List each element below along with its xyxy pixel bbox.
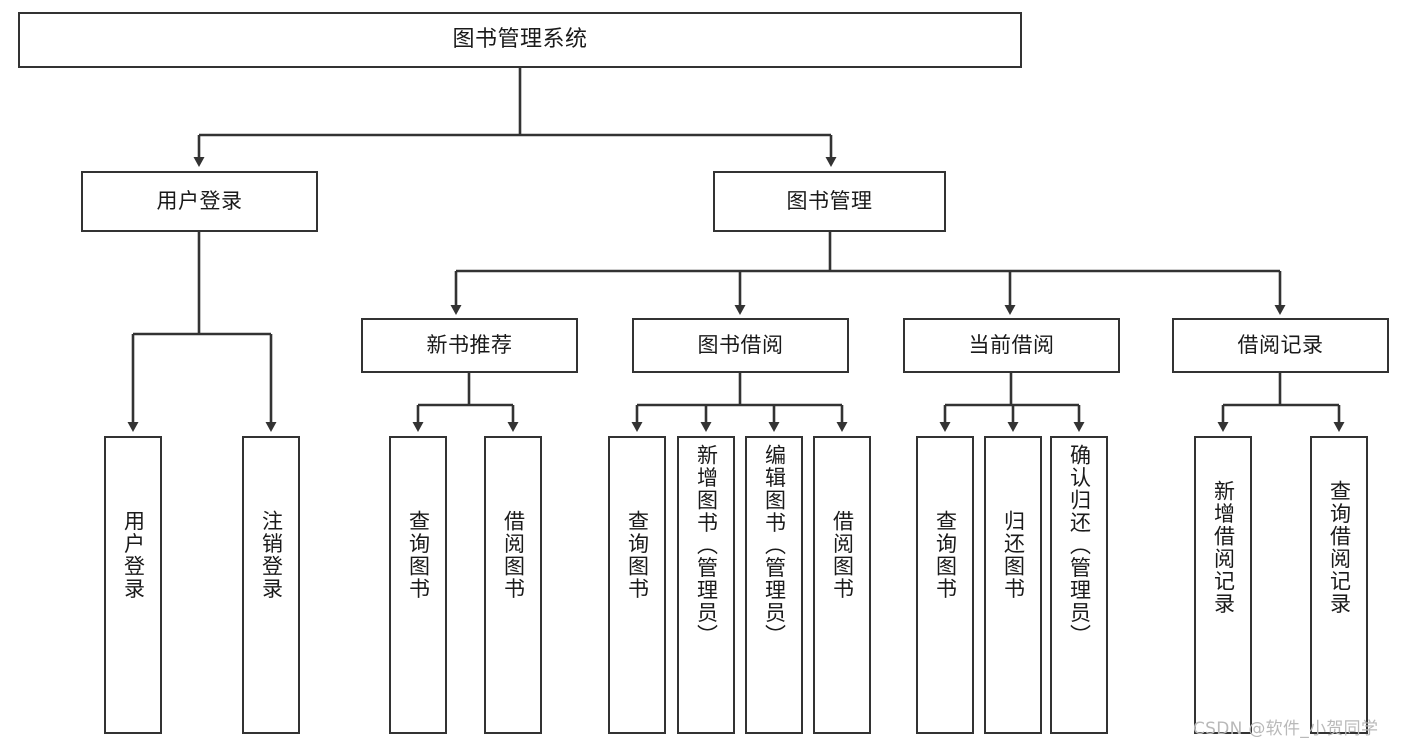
node-label: 新增图书（管理员） [694, 444, 719, 647]
leaf-borrow-book[interactable]: 借阅图书 [813, 436, 871, 734]
leaf-logout[interactable]: 注销登录 [242, 436, 300, 734]
node-label: 用户登录 [121, 510, 146, 600]
leaf-borrow-book-recommend[interactable]: 借阅图书 [484, 436, 542, 734]
node-label: 查询图书 [625, 510, 650, 600]
leaf-query-borrow-record[interactable]: 查询借阅记录 [1310, 436, 1368, 734]
node-label: 确认归还（管理员） [1067, 444, 1092, 647]
node-label: 查询借阅记录 [1327, 480, 1352, 615]
node-root-system[interactable]: 图书管理系统 [18, 12, 1022, 68]
node-label: 图书借阅 [697, 333, 784, 358]
leaf-query-book-recommend[interactable]: 查询图书 [389, 436, 447, 734]
node-label: 新增借阅记录 [1211, 480, 1236, 615]
node-label: 归还图书 [1001, 510, 1026, 600]
node-new-book-recommend[interactable]: 新书推荐 [361, 318, 578, 373]
node-label: 注销登录 [259, 510, 284, 600]
leaf-confirm-return-admin[interactable]: 确认归还（管理员） [1050, 436, 1108, 734]
node-label: 查询图书 [406, 510, 431, 600]
node-book-borrow[interactable]: 图书借阅 [632, 318, 849, 373]
node-label: 用户登录 [156, 189, 243, 214]
leaf-add-borrow-record[interactable]: 新增借阅记录 [1194, 436, 1252, 734]
leaf-query-book-current[interactable]: 查询图书 [916, 436, 974, 734]
leaf-edit-book-admin[interactable]: 编辑图书（管理员） [745, 436, 803, 734]
node-label: 借阅记录 [1237, 333, 1324, 358]
node-label: 编辑图书（管理员） [762, 444, 787, 647]
node-label: 借阅图书 [501, 510, 526, 600]
node-user-login[interactable]: 用户登录 [81, 171, 318, 232]
leaf-user-login[interactable]: 用户登录 [104, 436, 162, 734]
node-current-borrow[interactable]: 当前借阅 [903, 318, 1120, 373]
node-label: 图书管理系统 [452, 27, 588, 53]
node-borrow-record[interactable]: 借阅记录 [1172, 318, 1389, 373]
node-label: 新书推荐 [426, 333, 513, 358]
node-label: 借阅图书 [830, 510, 855, 600]
csdn-watermark: CSDN @软件_小贺同学 [1193, 719, 1379, 739]
node-label: 当前借阅 [968, 333, 1055, 358]
node-book-management[interactable]: 图书管理 [713, 171, 946, 232]
leaf-return-book[interactable]: 归还图书 [984, 436, 1042, 734]
node-label: 图书管理 [786, 189, 873, 214]
node-label: 查询图书 [933, 510, 958, 600]
leaf-query-book-borrow[interactable]: 查询图书 [608, 436, 666, 734]
leaf-add-book-admin[interactable]: 新增图书（管理员） [677, 436, 735, 734]
